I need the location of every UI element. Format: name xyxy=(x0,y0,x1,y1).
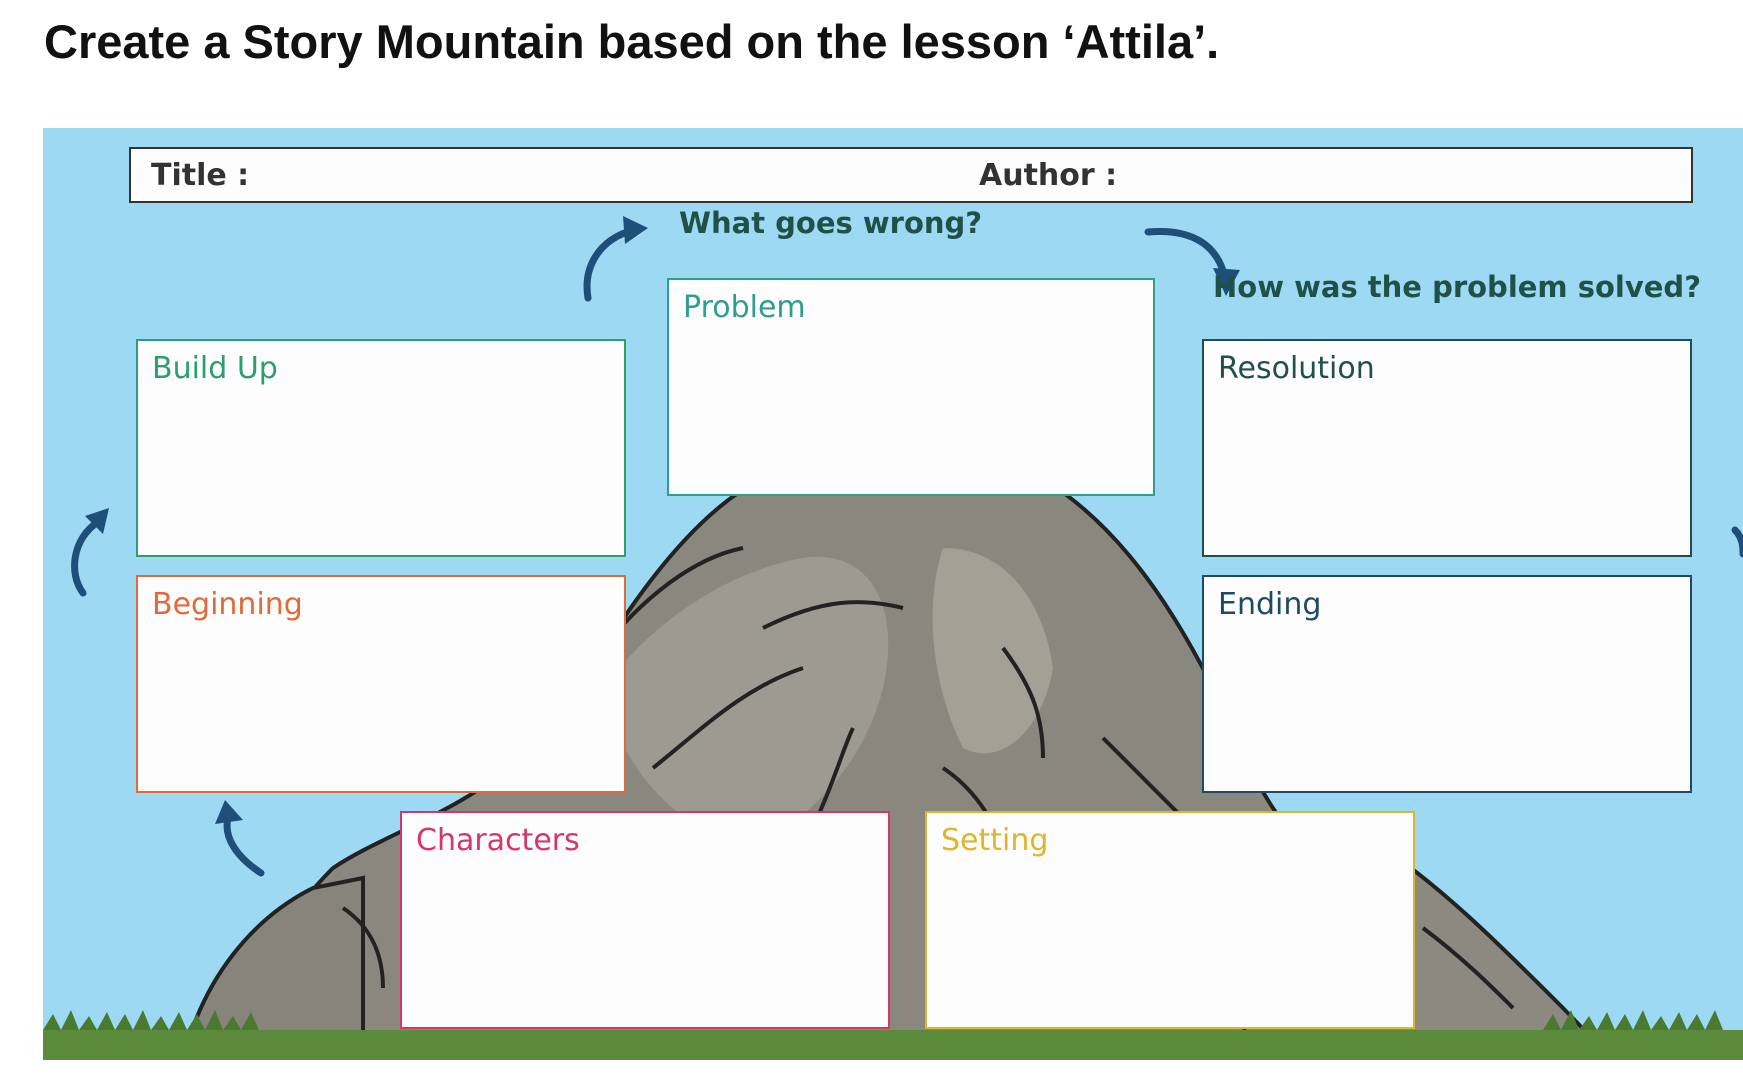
curved-arrow-icon xyxy=(1731,526,1743,558)
grass-blades xyxy=(43,1010,259,1030)
curved-arrow-icon xyxy=(623,216,648,244)
rock-highlight xyxy=(603,556,889,848)
characters-label: Characters xyxy=(416,823,580,858)
build-up-box[interactable]: Build Up xyxy=(136,339,626,557)
rock-crack xyxy=(762,600,904,630)
rock-crack xyxy=(341,906,385,989)
build-up-label: Build Up xyxy=(152,351,278,386)
resolution-question: How was the problem solved? xyxy=(1213,270,1702,304)
ending-label: Ending xyxy=(1218,587,1322,622)
characters-box[interactable]: Characters xyxy=(400,811,890,1029)
ending-box[interactable]: Ending xyxy=(1202,575,1692,793)
title-label: Title : xyxy=(151,158,250,193)
problem-box[interactable]: Problem xyxy=(667,278,1155,496)
setting-label: Setting xyxy=(941,823,1049,858)
rock-crack xyxy=(1421,926,1515,1010)
curved-arrow-icon xyxy=(223,814,265,877)
beginning-box[interactable]: Beginning xyxy=(136,575,626,793)
grass-blades xyxy=(1543,1010,1723,1030)
beginning-label: Beginning xyxy=(152,587,303,622)
rock-highlight xyxy=(932,548,1053,754)
curved-arrow-icon xyxy=(215,800,243,824)
problem-label: Problem xyxy=(683,290,806,325)
rock-crack xyxy=(651,666,804,770)
curved-arrow-icon xyxy=(1144,227,1229,282)
curved-arrow-icon xyxy=(71,518,102,597)
worksheet-heading: Create a Story Mountain based on the les… xyxy=(44,15,1220,68)
curved-arrow-icon xyxy=(1213,268,1240,296)
problem-question: What goes wrong? xyxy=(679,206,983,240)
rock-crack xyxy=(1001,646,1045,759)
story-mountain-sheet: Title : Author : What goes wrong? How wa… xyxy=(43,128,1743,1060)
setting-box[interactable]: Setting xyxy=(925,811,1415,1029)
title-author-bar[interactable]: Title : Author : xyxy=(129,147,1693,203)
curved-arrow-icon xyxy=(583,226,637,302)
resolution-box[interactable]: Resolution xyxy=(1202,339,1692,557)
rock-crack xyxy=(1101,736,1185,820)
resolution-label: Resolution xyxy=(1218,351,1375,386)
curved-arrow-icon xyxy=(85,508,109,534)
author-label: Author : xyxy=(979,158,1118,193)
grass xyxy=(43,1030,1743,1060)
